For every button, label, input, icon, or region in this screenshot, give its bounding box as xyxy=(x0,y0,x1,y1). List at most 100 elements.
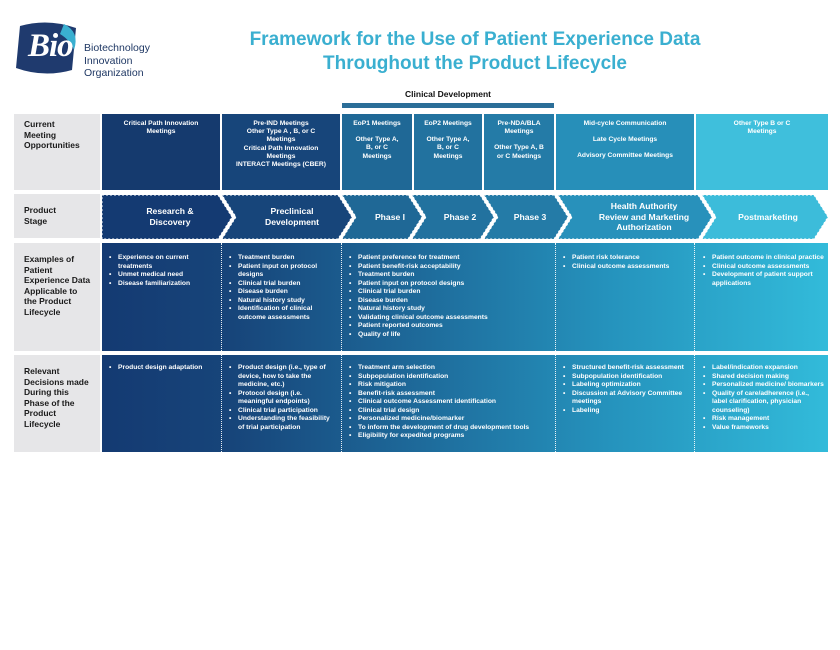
stage-label-line: Health Authority xyxy=(610,201,678,212)
list-item: Personalized medicine/ biomarkers xyxy=(702,381,824,390)
list-item: Structured benefit-risk assessment xyxy=(562,364,688,373)
list-item: Disease familiarization xyxy=(108,280,216,289)
list-item: Patient risk tolerance xyxy=(562,254,688,263)
meeting-line: or C Meetings xyxy=(496,152,542,160)
meeting-line: Meetings xyxy=(266,152,296,160)
stage-label-line: Review and Marketing xyxy=(598,211,690,222)
organization-name: Biotechnology Innovation Organization xyxy=(84,42,150,79)
meeting-line: B, or C xyxy=(437,144,459,152)
list-item: Benefit-risk assessment xyxy=(348,390,550,399)
list-item: Subpopulation identification xyxy=(562,373,688,382)
stage-label-line: Development xyxy=(265,216,319,227)
meeting-line: INTERACT Meetings (CBER) xyxy=(236,161,326,169)
meeting-line: Advisory Committee Meetings xyxy=(577,152,673,160)
meeting-line: Critical Path Innovation xyxy=(123,120,199,127)
examples-list: Treatment burdenPatient input on protoco… xyxy=(228,254,336,322)
band-divider xyxy=(555,355,556,452)
list-item: Discussion at Advisory Committee meeting… xyxy=(562,390,688,407)
list-item: Disease burden xyxy=(228,288,336,297)
stage-label: Postmarketing xyxy=(708,212,828,223)
list-item: Quality of care/adherence (i.e., label c… xyxy=(702,390,824,416)
meeting-line: Critical Path Innovation xyxy=(243,144,319,152)
list-item: Clinical trial design xyxy=(348,407,550,416)
meeting-line: Meetings xyxy=(504,128,534,136)
list-item: Value frameworks xyxy=(702,424,824,433)
list-item: Unmet medical need xyxy=(108,271,216,280)
list-item: Quality of life xyxy=(348,331,550,340)
list-item: Clinical trial participation xyxy=(228,407,336,416)
decisions-list: Product design adaptation xyxy=(108,364,216,373)
examples-list: Patient outcome in clinical practiceClin… xyxy=(702,254,824,288)
meeting-line: EoP1 Meetings xyxy=(353,120,401,127)
list-item: Natural history study xyxy=(228,297,336,306)
stage-chevron xyxy=(102,194,233,240)
stage-label-line: Authorization xyxy=(616,222,672,233)
list-item: Treatment burden xyxy=(228,254,336,263)
list-item: Product design (i.e., type of device, ho… xyxy=(228,364,336,390)
list-item: Risk management xyxy=(702,415,824,424)
stage-label-line: Postmarketing xyxy=(738,211,798,222)
stage-label-line: Phase 3 xyxy=(513,211,547,222)
decisions-list: Product design (i.e., type of device, ho… xyxy=(228,364,336,432)
bio-logo: Bio Biotechnology Innovation Organizatio… xyxy=(14,20,154,80)
list-item: Identification of clinical outcome asses… xyxy=(228,305,336,322)
meeting-line: Meetings xyxy=(362,152,392,160)
list-item: Clinical outcome Assessment identificati… xyxy=(348,398,550,407)
examples-list: Patient preference for treatmentPatient … xyxy=(348,254,550,339)
row-label-decisions: Relevant Decisions made During this Phas… xyxy=(14,355,100,452)
list-item: To inform the development of drug develo… xyxy=(348,424,550,433)
list-item: Patient reported outcomes xyxy=(348,322,550,331)
decisions-list: Treatment arm selectionSubpopulation ide… xyxy=(348,364,550,441)
meeting-line xyxy=(418,128,478,136)
list-item: Product design adaptation xyxy=(108,364,216,373)
examples-list: Patient risk toleranceClinical outcome a… xyxy=(562,254,688,271)
list-item: Patient preference for treatment xyxy=(348,254,550,263)
list-item: Protocol design (i.e. meaningful endpoin… xyxy=(228,390,336,407)
clinical-development-bar xyxy=(342,103,554,108)
meeting-line: Mid-cycle Communication xyxy=(583,120,667,127)
meeting-line: B, or C xyxy=(366,144,388,152)
stage-label-line: Discovery xyxy=(149,216,191,227)
list-item: Clinical outcome assessments xyxy=(702,263,824,272)
meeting-line: Meetings xyxy=(266,136,296,144)
list-item: Understanding the feasibility of trial p… xyxy=(228,415,336,432)
list-item: Label/indication expansion xyxy=(702,364,824,373)
meeting-line: Meetings xyxy=(747,128,777,136)
meeting-line xyxy=(488,136,550,144)
meeting-line: EoP2 Meetings xyxy=(424,120,472,127)
stage-chevron xyxy=(557,194,713,240)
product-stage-chevrons xyxy=(102,194,829,240)
list-item: Clinical trial burden xyxy=(348,288,550,297)
meeting-line: Other Type A, xyxy=(426,136,470,144)
stage-label-line: Research & xyxy=(146,206,194,217)
list-item: Risk mitigation xyxy=(348,381,550,390)
meeting-line xyxy=(346,128,408,136)
band-divider xyxy=(694,355,695,452)
list-item: Patient benefit-risk acceptability xyxy=(348,263,550,272)
page-title: Framework for the Use of Patient Experie… xyxy=(249,29,701,74)
bio-logo-wordmark: Bio xyxy=(28,28,74,64)
row-label-meeting-opportunities: Current Meeting Opportunities xyxy=(14,114,100,190)
band-divider xyxy=(694,243,695,351)
meeting-line: Late Cycle Meetings xyxy=(592,136,658,144)
list-item: Clinical outcome assessments xyxy=(562,263,688,272)
stage-label-line: Preclinical xyxy=(270,206,314,217)
stage-chevron xyxy=(221,194,353,240)
list-item: Labeling xyxy=(562,407,688,416)
stage-chevron xyxy=(411,194,495,240)
meeting-line: Other Type A, xyxy=(355,136,399,144)
list-item: Patient outcome in clinical practice xyxy=(702,254,824,263)
list-item: Clinical trial burden xyxy=(228,280,336,289)
meeting-line: Meetings xyxy=(433,152,463,160)
meeting-line xyxy=(560,128,690,136)
list-item: Natural history study xyxy=(348,305,550,314)
stage-label-line: Phase I xyxy=(374,211,406,222)
examples-list: Experience on current treatmentsUnmet me… xyxy=(108,254,216,288)
